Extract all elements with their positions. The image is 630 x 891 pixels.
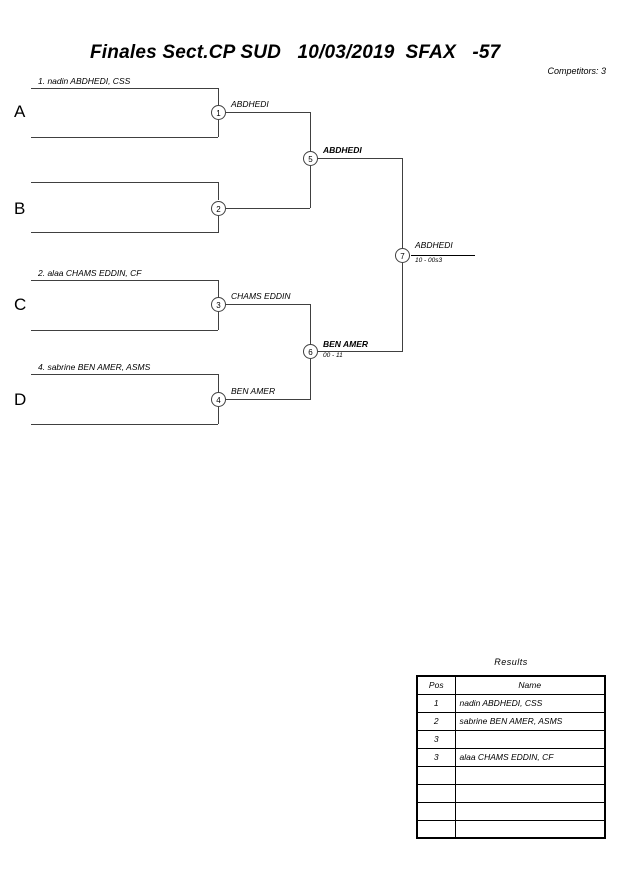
match-5-to-7-line bbox=[318, 158, 402, 159]
results-body: 1 nadin ABDHEDI, CSS 2 sabrine BEN AMER,… bbox=[416, 693, 606, 839]
table-row: 2 sabrine BEN AMER, ASMS bbox=[416, 711, 606, 731]
semifinal2-top-connector bbox=[310, 304, 311, 344]
match-3-to-6-line bbox=[226, 304, 310, 305]
bracket-c-top-connector bbox=[218, 280, 219, 297]
results-table: Pos Name 1 nadin ABDHEDI, CSS 2 sabrine … bbox=[416, 675, 606, 839]
result-pos: 3 bbox=[416, 747, 456, 767]
results-header-name: Name bbox=[454, 675, 606, 695]
table-row: 3 bbox=[416, 729, 606, 749]
results-header-pos: Pos bbox=[416, 675, 456, 695]
bracket-a-bottom-line bbox=[31, 137, 218, 138]
page-title: Finales Sect.CP SUD 10/03/2019 SFAX -57 bbox=[90, 42, 501, 63]
bracket-c-bottom-connector bbox=[218, 312, 219, 330]
bracket-a-bottom-connector bbox=[218, 120, 219, 137]
bracket-letter-d: D bbox=[14, 390, 27, 409]
bracket-a-top-connector bbox=[218, 88, 219, 105]
champion-underline bbox=[411, 255, 475, 256]
result-pos bbox=[416, 801, 456, 821]
entry-label-c: 2. alaa CHAMS EDDIN, CF bbox=[38, 268, 142, 278]
bracket-d-bottom-line bbox=[31, 424, 218, 425]
table-row: 3 alaa CHAMS EDDIN, CF bbox=[416, 747, 606, 767]
match-4-to-6-line bbox=[226, 399, 310, 400]
result-pos: 3 bbox=[416, 729, 456, 749]
match-4-winner: BEN AMER bbox=[231, 386, 276, 396]
bracket-a-top-line bbox=[31, 88, 218, 89]
result-name bbox=[454, 765, 606, 785]
result-name bbox=[454, 801, 606, 821]
result-name: sabrine BEN AMER, ASMS bbox=[454, 711, 606, 731]
result-name: alaa CHAMS EDDIN, CF bbox=[454, 747, 606, 767]
result-name bbox=[454, 729, 606, 749]
match-2-to-5-line bbox=[226, 208, 310, 209]
results-caption: Results bbox=[494, 657, 528, 667]
bracket-c-top-line bbox=[31, 280, 218, 281]
bracket-d-top-connector bbox=[218, 374, 219, 392]
entry-label-d: 4. sabrine BEN AMER, ASMS bbox=[38, 362, 151, 372]
result-name bbox=[454, 783, 606, 803]
match-6-winner: BEN AMER bbox=[323, 339, 369, 349]
match-node-1[interactable]: 1 bbox=[211, 105, 226, 120]
match-node-6[interactable]: 6 bbox=[303, 344, 318, 359]
competitors-count: Competitors: 3 bbox=[547, 66, 606, 76]
match-node-2[interactable]: 2 bbox=[211, 201, 226, 216]
result-pos: 1 bbox=[416, 693, 456, 713]
match-6-score: 00 - 11 bbox=[323, 352, 343, 359]
table-row bbox=[416, 819, 606, 839]
result-name: nadin ABDHEDI, CSS bbox=[454, 693, 606, 713]
final-bottom-connector bbox=[402, 263, 403, 352]
result-pos bbox=[416, 783, 456, 803]
bracket-b-top-line bbox=[31, 182, 218, 183]
bracket-letter-a: A bbox=[14, 102, 26, 121]
final-top-connector bbox=[402, 158, 403, 248]
match-node-3[interactable]: 3 bbox=[211, 297, 226, 312]
semifinal-bottom-connector bbox=[310, 166, 311, 208]
bracket-letter-c: C bbox=[14, 295, 27, 314]
bracket-b-top-connector bbox=[218, 182, 219, 200]
match-3-winner: CHAMS EDDIN bbox=[231, 291, 291, 301]
match-7-winner: ABDHEDI bbox=[415, 240, 453, 250]
match-5-winner: ABDHEDI bbox=[323, 145, 362, 155]
entry-label-a: 1. nadin ABDHEDI, CSS bbox=[38, 76, 131, 86]
match-node-4[interactable]: 4 bbox=[211, 392, 226, 407]
semifinal2-bottom-connector bbox=[310, 359, 311, 400]
bracket-b-bottom-connector bbox=[218, 216, 219, 233]
table-row: 1 nadin ABDHEDI, CSS bbox=[416, 693, 606, 713]
bracket-c-bottom-line bbox=[31, 330, 218, 331]
match-1-to-5-line bbox=[226, 112, 310, 113]
bracket-d-bottom-connector bbox=[218, 407, 219, 424]
match-1-winner: ABDHEDI bbox=[231, 99, 269, 109]
result-pos bbox=[416, 819, 456, 839]
match-node-5[interactable]: 5 bbox=[303, 151, 318, 166]
result-name bbox=[454, 819, 606, 839]
bracket-d-top-line bbox=[31, 374, 218, 375]
results-header-row: Pos Name bbox=[416, 675, 606, 695]
semifinal-top-connector bbox=[310, 112, 311, 151]
result-pos bbox=[416, 765, 456, 785]
table-row bbox=[416, 801, 606, 821]
match-6-to-7-line bbox=[318, 351, 402, 352]
table-row bbox=[416, 783, 606, 803]
bracket-letter-b: B bbox=[14, 199, 26, 218]
bracket-b-bottom-line bbox=[31, 232, 218, 233]
table-row bbox=[416, 765, 606, 785]
result-pos: 2 bbox=[416, 711, 456, 731]
match-7-score: 10 - 00s3 bbox=[415, 257, 443, 264]
match-node-7[interactable]: 7 bbox=[395, 248, 410, 263]
